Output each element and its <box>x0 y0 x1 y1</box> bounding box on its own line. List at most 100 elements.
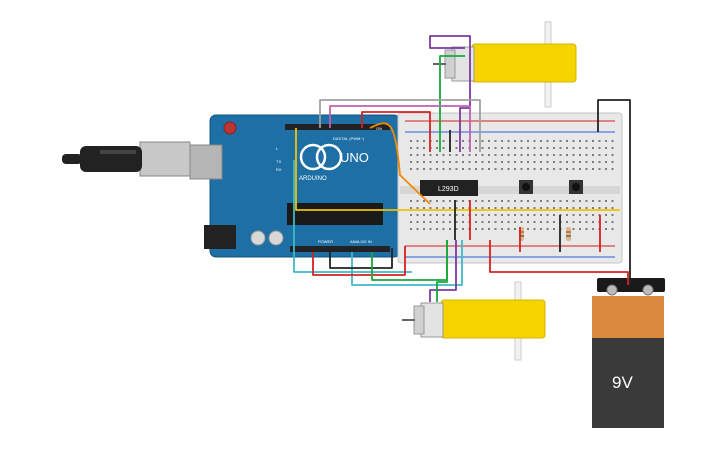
breadboard-hole <box>572 168 575 170</box>
breadboard-hole <box>566 207 568 209</box>
breadboard-hole <box>501 207 503 209</box>
breadboard-hole <box>488 161 490 163</box>
breadboard-hole <box>449 168 451 170</box>
breadboard-hole <box>410 147 412 149</box>
breadboard-hole <box>494 207 497 209</box>
breadboard-hole <box>559 154 562 156</box>
pin-l-label: L <box>276 146 279 151</box>
breadboard-hole <box>527 168 529 170</box>
battery-9v[interactable]: 9V <box>592 278 665 428</box>
breadboard-hole <box>507 154 510 156</box>
wire-pink-top <box>329 105 471 152</box>
breadboard-hole <box>455 207 458 209</box>
breadboard-hole <box>579 140 581 142</box>
breadboard-hole <box>416 200 419 202</box>
breadboard-hole <box>585 140 588 142</box>
breadboard-hole <box>462 214 464 216</box>
l293d-chip[interactable]: L293D <box>420 180 478 196</box>
breadboard-hole <box>585 147 588 149</box>
arduino-logo-right <box>315 143 343 171</box>
microcontroller-chip <box>287 203 383 225</box>
dc-motor-bottom[interactable] <box>402 281 546 361</box>
analog-label: ANALOG IN <box>350 239 372 244</box>
breadboard-hole <box>540 228 542 230</box>
breadboard-hole <box>442 147 445 149</box>
breadboard-hole <box>423 200 425 202</box>
breadboard-hole <box>611 147 614 149</box>
breadboard-hole <box>559 140 562 142</box>
dc-motor-top[interactable] <box>433 21 577 108</box>
arduino-model-text: UNO <box>340 150 369 165</box>
arduino-uno-board[interactable]: ARDUINO UNO DIGITAL (PWM~) POWER ANALOG … <box>189 114 401 258</box>
breadboard-hole <box>559 200 562 202</box>
breadboard-hole <box>514 214 516 216</box>
breadboard-hole <box>436 221 438 223</box>
reset-button[interactable] <box>223 121 237 135</box>
breadboard-hole <box>572 228 575 230</box>
wire-gray-top <box>319 99 481 152</box>
breadboard-hole <box>553 161 555 163</box>
breadboard-hole <box>462 168 464 170</box>
breadboard-hole <box>423 168 425 170</box>
breadboard-hole <box>436 147 438 149</box>
breadboard-hole <box>468 154 471 156</box>
resistor-2[interactable] <box>566 227 571 241</box>
breadboard-hole <box>566 214 568 216</box>
breadboard-hole <box>611 214 614 216</box>
breadboard-hole <box>410 161 412 163</box>
breadboard-hole <box>494 221 497 223</box>
breadboard-hole <box>553 168 555 170</box>
wire-purple-top <box>429 35 471 152</box>
usb-cable <box>62 141 191 177</box>
breadboard-hole <box>546 221 549 223</box>
breadboard-hole <box>592 147 594 149</box>
breadboard-hole <box>429 161 432 163</box>
breadboard-hole <box>572 161 575 163</box>
breadboard-hole <box>520 214 523 216</box>
breadboard-hole <box>423 154 425 156</box>
breadboard-hole <box>442 161 445 163</box>
digital-header <box>285 124 390 130</box>
breadboard-hole <box>501 221 503 223</box>
breadboard-hole <box>585 221 588 223</box>
breadboard-hole <box>592 207 594 209</box>
breadboard-hole <box>488 228 490 230</box>
breadboard-hole <box>488 221 490 223</box>
breadboard-hole <box>514 228 516 230</box>
breadboard-hole <box>592 228 594 230</box>
wire-red-battery <box>489 240 629 285</box>
breadboard-hole <box>455 221 458 223</box>
breadboard-hole <box>520 168 523 170</box>
breadboard-hole <box>455 147 458 149</box>
breadboard-hole <box>566 200 568 202</box>
breadboard-hole <box>527 154 529 156</box>
breadboard-hole <box>462 161 464 163</box>
breadboard-hole <box>585 161 588 163</box>
breadboard-hole <box>527 147 529 149</box>
breadboard-hole <box>611 161 614 163</box>
breadboard-hole <box>553 214 555 216</box>
breadboard-hole <box>611 154 614 156</box>
breadboard-hole <box>501 140 503 142</box>
breadboard-hole <box>475 221 477 223</box>
breadboard-hole <box>533 154 536 156</box>
push-button-1[interactable] <box>519 180 533 194</box>
breadboard-hole <box>442 207 445 209</box>
breadboard-hole <box>429 228 432 230</box>
wire-red-bottom <box>312 246 406 276</box>
breadboard-hole <box>585 207 588 209</box>
breadboard-hole <box>462 228 464 230</box>
breadboard-hole <box>598 161 601 163</box>
breadboard-hole <box>559 168 562 170</box>
breadboard-hole <box>592 214 594 216</box>
breadboard[interactable] <box>397 112 623 264</box>
push-button-2[interactable] <box>569 180 583 194</box>
breadboard-hole <box>533 214 536 216</box>
breadboard-hole <box>436 228 438 230</box>
chip-label: L293D <box>438 186 459 193</box>
breadboard-hole <box>455 168 458 170</box>
breadboard-hole <box>546 200 549 202</box>
breadboard-hole <box>579 207 581 209</box>
breadboard-hole <box>475 154 477 156</box>
breadboard-hole <box>572 200 575 202</box>
